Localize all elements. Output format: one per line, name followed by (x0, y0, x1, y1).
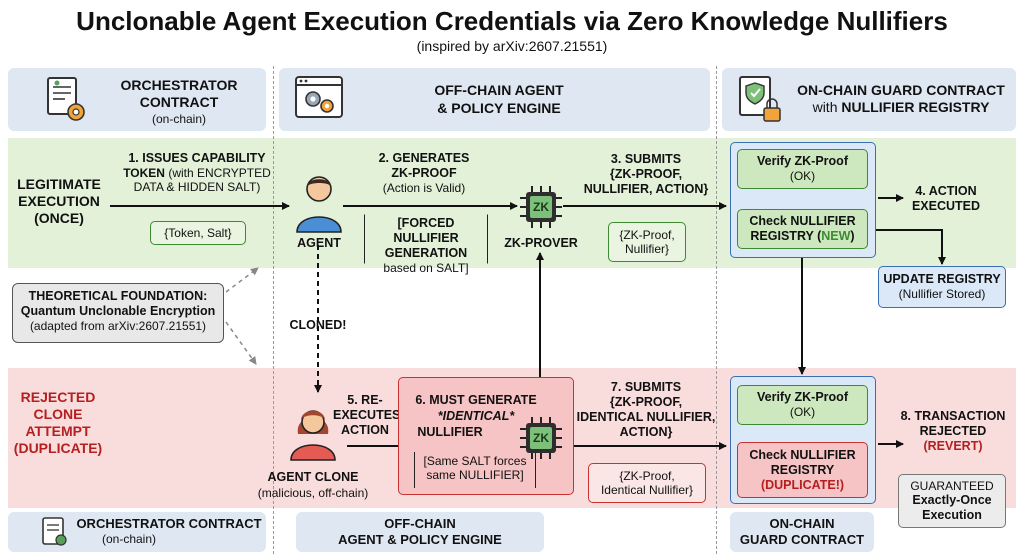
step7-label: 7. SUBMITS {ZK-PROOF, IDENTICAL NULLIFIE… (576, 380, 716, 439)
guaranteed-box: GUARANTEED Exactly-Once Execution (898, 474, 1006, 528)
clone-submit-tag: {ZK-Proof, Identical Nullifier} (588, 463, 706, 503)
page-title: Unclonable Agent Execution Credentials v… (76, 6, 948, 36)
agent-clone-sublabel: (malicious, off-chain) (257, 486, 369, 500)
header-onchain: ON-CHAIN GUARD CONTRACT with NULLIFIER R… (722, 68, 1016, 131)
step8-label: 8. TRANSACTION REJECTED (REVERT) (900, 409, 1006, 453)
agent-person-icon (296, 176, 342, 233)
foundation-pointer-down (225, 321, 257, 365)
zk-prover-label: ZK-PROVER (504, 236, 578, 250)
header-orchestrator: ORCHESTRATOR CONTRACT (on-chain) (8, 68, 266, 131)
verify-box: Verify ZK-Proof (OK) (737, 149, 868, 189)
page-subtitle: (inspired by arXiv:2607.21551) (416, 38, 608, 54)
header-offchain: OFF-CHAIN AGENT & POLICY ENGINE (279, 68, 710, 131)
step1-label: 1. ISSUES CAPABILITY TOKEN (with ENCRYPT… (123, 151, 271, 194)
token-salt-tag: {Token, Salt} (150, 221, 246, 245)
guard-contract-legit: Verify ZK-Proof (OK) Check NULLIFIER REG… (730, 142, 876, 258)
update-registry-box: UPDATE REGISTRY (Nullifier Stored) (878, 266, 1006, 308)
step6-heading: 6. MUST GENERATE (415, 393, 537, 407)
check-registry-box: Check NULLIFIER REGISTRY (NEW) (737, 209, 868, 249)
agent-clone-person-icon (290, 410, 336, 461)
step5-label: 5. RE- EXECUTES ACTION (333, 393, 401, 437)
step3-label: 3. SUBMITS {ZK-PROOF, NULLIFIER, ACTION} (583, 152, 709, 196)
gears-window-icon (295, 76, 343, 118)
footer-orchestrator: ORCHESTRATOR CONTRACT (on-chain) (8, 512, 266, 552)
clone-chip-icon (520, 417, 562, 459)
cloned-label: CLONED! (289, 318, 347, 332)
footer-offchain: OFF-CHAIN AGENT & POLICY ENGINE (296, 512, 544, 552)
divider-left (273, 66, 274, 554)
zk-prover-chip-icon (520, 186, 562, 228)
clone-verify-box: Verify ZK-Proof (OK) (737, 385, 868, 425)
divider-right (716, 66, 717, 554)
agent-clone-label: AGENT CLONE (267, 470, 359, 484)
submit-tag: {ZK-Proof, Nullifier} (608, 222, 686, 262)
step2-label: 2. GENERATES ZK-PROOF (Action is Valid) (378, 151, 470, 195)
agent-label: AGENT (297, 236, 341, 250)
step4-label: 4. ACTION EXECUTED (911, 184, 981, 213)
same-salt-note: [Same SALT forces same NULLIFIER] (414, 452, 536, 488)
guard-contract-clone: Verify ZK-Proof (OK) Check NULLIFIER REG… (730, 376, 876, 504)
footer-onchain: ON-CHAIN GUARD CONTRACT (730, 512, 874, 552)
clone-row-label: REJECTED CLONE ATTEMPT (DUPLICATE) (13, 389, 103, 456)
contract-gear-icon (47, 77, 85, 121)
theoretical-foundation-note: THEORETICAL FOUNDATION: Quantum Unclonab… (12, 283, 224, 343)
arrow-update-registry (868, 229, 946, 265)
legit-row-label: LEGITIMATE EXECUTION (ONCE) (17, 176, 101, 226)
step6-identical: *IDENTICAL* (437, 409, 515, 423)
foundation-pointer-up (225, 267, 259, 293)
forced-nullifier-note: [FORCED NULLIFIER GENERATION based on SA… (364, 214, 488, 275)
step6-nullifier: NULLIFIER (417, 425, 483, 439)
contract-icon (42, 517, 67, 546)
clone-check-registry-box: Check NULLIFIER REGISTRY (DUPLICATE!) (737, 442, 868, 498)
shield-contract-lock-icon (739, 76, 781, 122)
